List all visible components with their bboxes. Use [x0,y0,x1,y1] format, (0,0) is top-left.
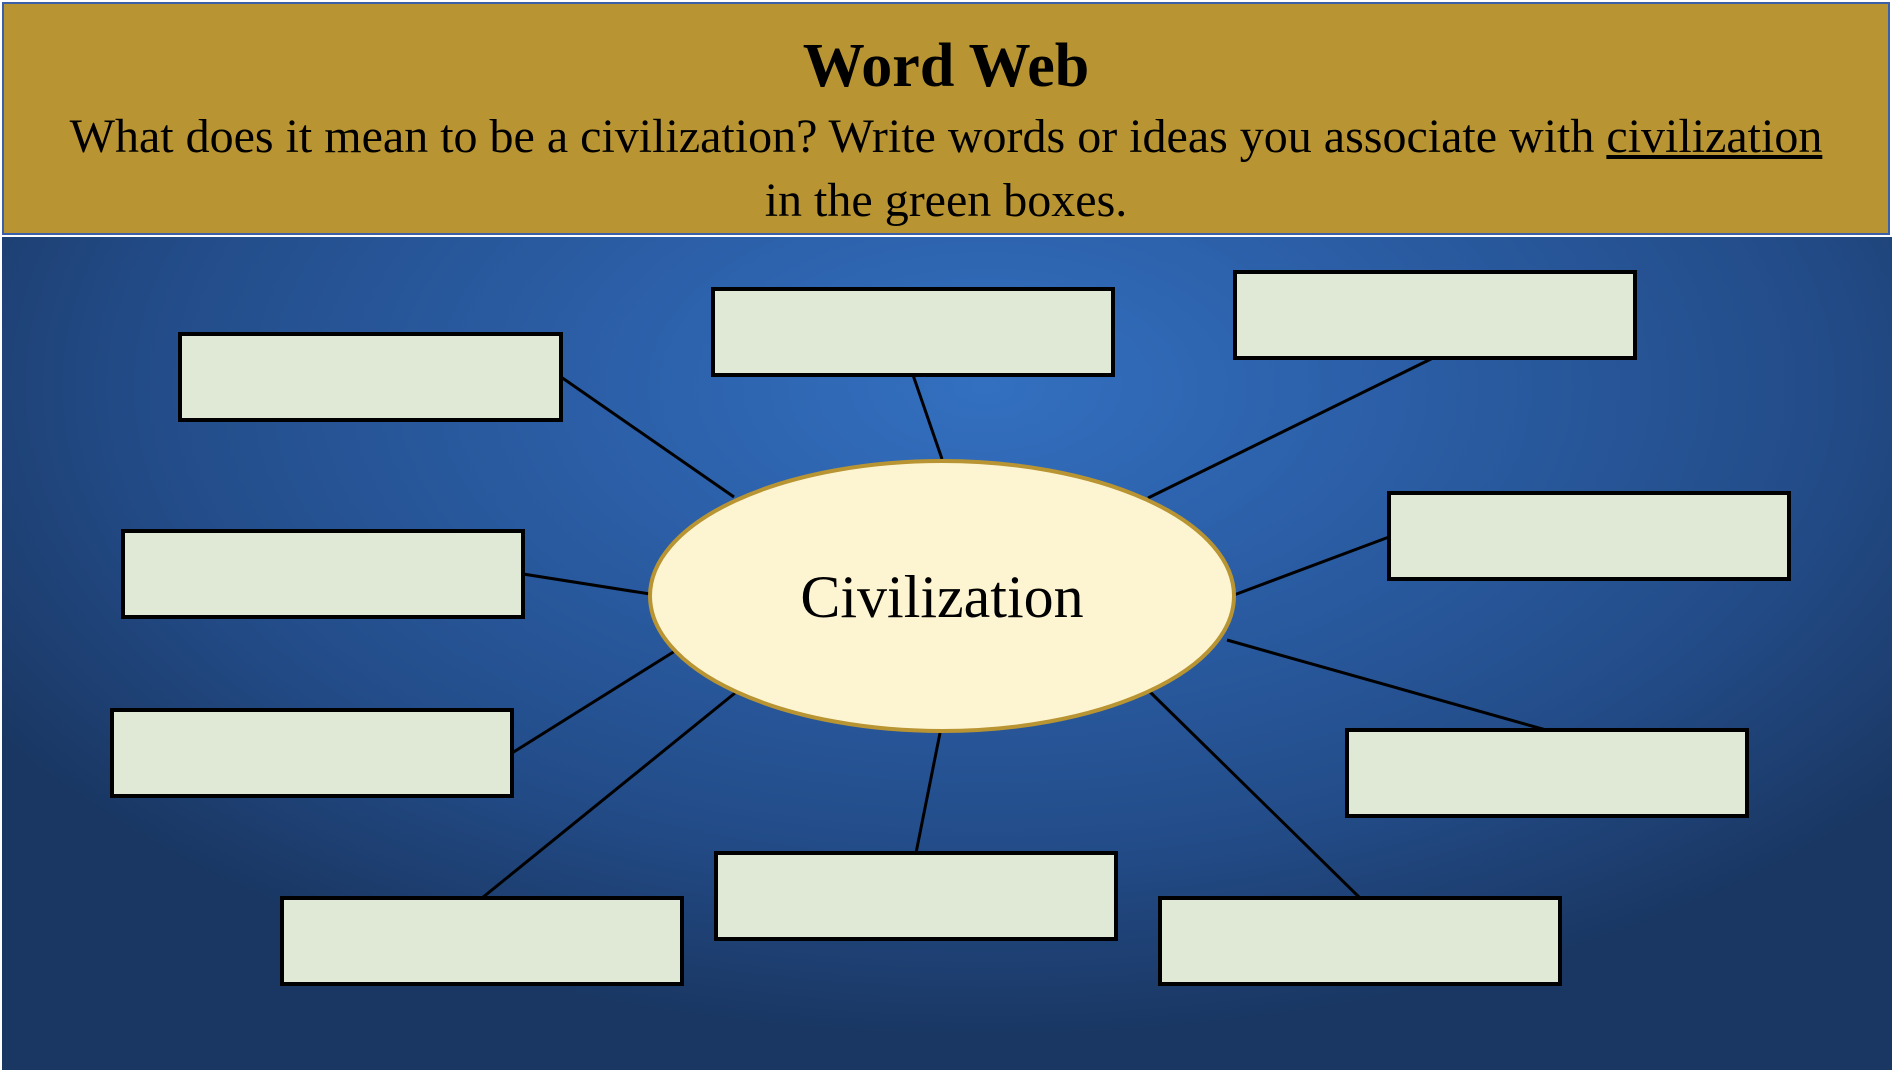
connector-lines [481,355,1547,900]
instructions-text-end: in the green boxes. [764,174,1128,227]
answer-box-lower-right[interactable] [1345,728,1749,818]
connector-line-middle-left [522,572,651,596]
connector-line-bottom-center [914,732,942,854]
connector-line-middle-right [1233,535,1390,597]
header-banner: Word Web What does it mean to be a civil… [2,2,1890,235]
connector-line-top-right [1147,355,1436,500]
answer-boxes [110,270,1791,986]
center-label: Civilization [800,564,1083,630]
page-title: Word Web [802,32,1090,100]
answer-box-top-center[interactable] [711,287,1115,377]
instructions: What does it mean to be a civilization? … [4,105,1888,233]
answer-box-bottom-right[interactable] [1158,896,1562,986]
connector-line-bottom-right [1146,688,1362,900]
answer-box-top-right[interactable] [1233,270,1637,360]
connector-line-upper-left [560,375,735,499]
answer-box-upper-left[interactable] [178,332,563,422]
center-node: Civilization [648,459,1236,733]
instructions-text-start: What does it mean to be a civilization? … [69,110,1607,163]
center-ellipse [648,459,1236,733]
connector-line-top-center [911,374,944,460]
answer-box-bottom-center[interactable] [714,851,1118,941]
answer-box-middle-right[interactable] [1387,491,1791,581]
answer-box-lower-left[interactable] [110,708,514,798]
connector-line-bottom-left [481,691,736,900]
answer-box-middle-left[interactable] [121,529,525,619]
answer-box-bottom-left[interactable] [280,896,684,986]
instructions-keyword: civilization [1606,110,1823,163]
connector-line-lower-right [1226,638,1547,732]
connector-line-lower-left [511,649,676,755]
